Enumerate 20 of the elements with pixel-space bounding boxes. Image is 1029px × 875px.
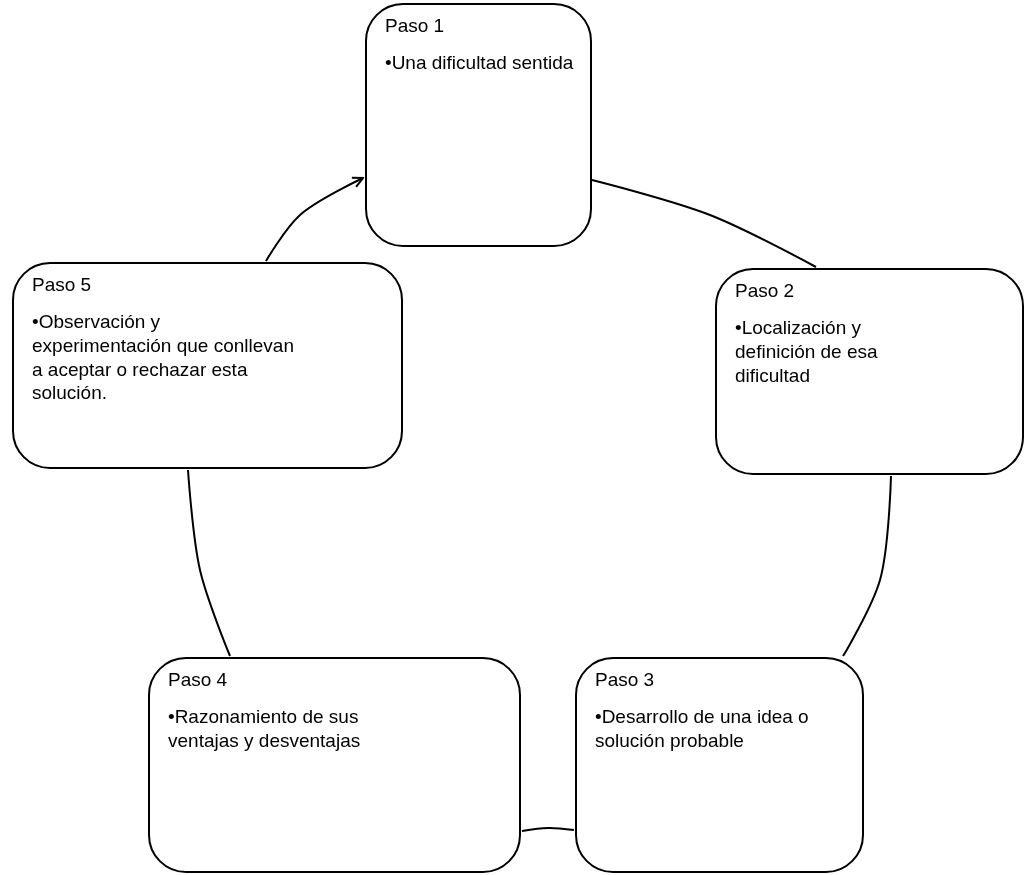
step-description: •Desarrollo de una idea o solución probable bbox=[595, 705, 810, 753]
step-heading: Paso 5 bbox=[32, 274, 92, 296]
step-heading: Paso 3 bbox=[595, 669, 655, 691]
connector-line bbox=[591, 179, 817, 268]
step-description: •Una dificultad sentida bbox=[385, 51, 575, 75]
step-box bbox=[715, 268, 1024, 475]
arrow bbox=[265, 176, 364, 262]
connector-line bbox=[187, 469, 231, 657]
step-box bbox=[575, 657, 864, 873]
step-description: •Observación y experimentación que conllevan a aceptar o rechazar esta solución. bbox=[32, 310, 295, 405]
connector-line bbox=[521, 827, 575, 832]
step-description: •Localización y definición de esa dificultad bbox=[735, 316, 879, 388]
step-heading: Paso 2 bbox=[735, 280, 795, 302]
step-heading: Paso 1 bbox=[385, 15, 445, 37]
connector-line bbox=[842, 475, 892, 657]
step-description: •Razonamiento de sus ventajas y desventajas bbox=[168, 705, 362, 753]
step-box bbox=[12, 262, 403, 469]
step-box bbox=[365, 3, 592, 247]
step-box bbox=[148, 657, 521, 873]
step-heading: Paso 4 bbox=[168, 669, 228, 691]
